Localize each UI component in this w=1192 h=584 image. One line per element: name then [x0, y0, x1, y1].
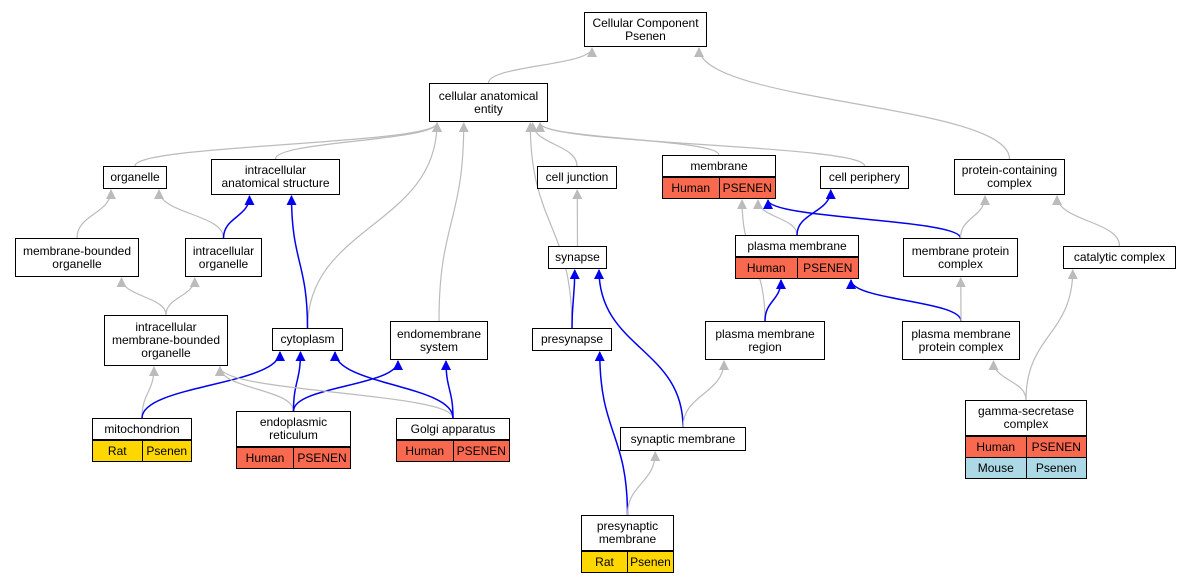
species-cell: Human [237, 448, 293, 468]
edge-is-a [134, 122, 442, 167]
node-mitochondrion[interactable]: mitochondrion [92, 418, 192, 440]
node-intracellular-anatomical-structure[interactable]: intracellular anatomical structure [211, 159, 340, 195]
edge-is-a [306, 122, 442, 329]
edge-is-a [525, 122, 573, 329]
edge-is-a [959, 195, 990, 239]
annotation-gamma-secretase-human: Human PSENEN [965, 436, 1087, 458]
edge-is-a [682, 360, 729, 428]
annotation-presynaptic-membrane: Rat Psenen [581, 551, 674, 573]
node-intracellular-membrane-bounded-organelle[interactable]: intracellular membrane-bounded organelle [104, 315, 228, 366]
node-golgi-apparatus[interactable]: Golgi apparatus [396, 418, 510, 440]
gene-cell: PSENEN [452, 441, 509, 461]
edge-is-a [527, 122, 578, 167]
species-cell: Rat [582, 552, 627, 572]
species-cell: Human [736, 258, 797, 278]
node-membrane-bounded-organelle[interactable]: membrane-bounded organelle [15, 238, 139, 277]
node-plasma-membrane-region[interactable]: plasma membrane region [705, 321, 825, 360]
edge-is-a [694, 47, 1011, 160]
edge-part-of [292, 360, 403, 412]
edge-is-a [438, 122, 469, 322]
node-cytoplasm[interactable]: cytoplasm [272, 328, 343, 351]
gene-cell: PSENEN [1025, 437, 1086, 457]
annotation-gamma-secretase-mouse: Mouse Psenen [965, 457, 1087, 479]
node-membrane-protein-complex[interactable]: membrane protein complex [903, 238, 1018, 277]
edge-is-a [487, 47, 597, 84]
edge-is-a [215, 366, 295, 412]
node-intracellular-organelle[interactable]: intracellular organelle [185, 238, 262, 277]
node-presynaptic-membrane[interactable]: presynaptic membrane [581, 515, 674, 551]
gene-cell: PSENEN [718, 178, 775, 198]
edge-part-of [569, 269, 580, 329]
gene-cell: PSENEN [293, 448, 350, 468]
node-cell-junction[interactable]: cell junction [537, 166, 617, 189]
edge-is-a [753, 199, 798, 236]
edge-is-a [626, 451, 661, 516]
annotation-endoplasmic-reticulum: Human PSENEN [236, 447, 351, 469]
annotation-plasma-membrane: Human PSENEN [735, 257, 859, 279]
gene-cell: Psenen [627, 552, 673, 572]
species-cell: Human [966, 437, 1026, 457]
gene-cell: Psenen [1025, 458, 1086, 478]
node-cell-periphery[interactable]: cell periphery [820, 166, 909, 189]
edge-part-of [763, 199, 962, 239]
annotation-golgi-apparatus: Human PSENEN [396, 440, 510, 462]
node-cellular-component[interactable]: Cellular Component Psenen [584, 12, 707, 47]
edge-is-a [274, 122, 442, 160]
node-presynapse[interactable]: presynapse [532, 328, 612, 351]
edge-part-of [330, 351, 454, 419]
gene-cell: Psenen [141, 441, 191, 461]
edge-part-of [441, 360, 454, 419]
edge-is-a [76, 189, 116, 239]
node-plasma-membrane[interactable]: plasma membrane [735, 235, 859, 257]
node-endoplasmic-reticulum[interactable]: endoplasmic reticulum [236, 411, 351, 447]
edge-part-of [846, 279, 962, 322]
edge-part-of [764, 279, 786, 322]
edge-is-a [165, 277, 200, 316]
species-cell: Human [663, 178, 719, 198]
edge-part-of [222, 195, 255, 239]
edge-part-of [286, 195, 309, 329]
edge-is-a [141, 366, 159, 419]
edge-is-a [154, 189, 225, 239]
annotation-mitochondrion: Rat Psenen [92, 440, 192, 462]
edge-is-a [215, 366, 454, 419]
edge-is-a [535, 122, 866, 167]
node-organelle[interactable]: organelle [103, 166, 167, 189]
species-cell: Mouse [966, 458, 1026, 478]
node-gamma-secretase-complex[interactable]: gamma-secretase complex [965, 400, 1087, 436]
node-synaptic-membrane[interactable]: synaptic membrane [620, 427, 746, 451]
edge-part-of [594, 269, 684, 428]
species-cell: Human [397, 441, 453, 461]
edge-is-a [1052, 195, 1121, 247]
edge-part-of [796, 189, 836, 236]
edge-is-a [1025, 269, 1078, 401]
edge-part-of [292, 351, 306, 412]
node-catalytic-complex[interactable]: catalytic complex [1063, 246, 1176, 269]
edge-part-of [594, 351, 629, 516]
species-cell: Rat [93, 441, 142, 461]
node-membrane[interactable]: membrane [662, 155, 776, 177]
edge-is-a [116, 277, 167, 316]
edge-is-a [988, 360, 1027, 401]
node-synapse[interactable]: synapse [548, 246, 607, 269]
node-protein-containing-complex[interactable]: protein-containing complex [954, 159, 1065, 195]
node-cellular-anatomical-entity[interactable]: cellular anatomical entity [429, 83, 548, 122]
annotation-membrane: Human PSENEN [662, 177, 776, 199]
edge-part-of [141, 351, 285, 419]
gene-cell: PSENEN [796, 258, 858, 278]
node-plasma-membrane-protein-complex[interactable]: plasma membrane protein complex [902, 321, 1020, 360]
node-endomembrane-system[interactable]: endomembrane system [390, 321, 488, 360]
